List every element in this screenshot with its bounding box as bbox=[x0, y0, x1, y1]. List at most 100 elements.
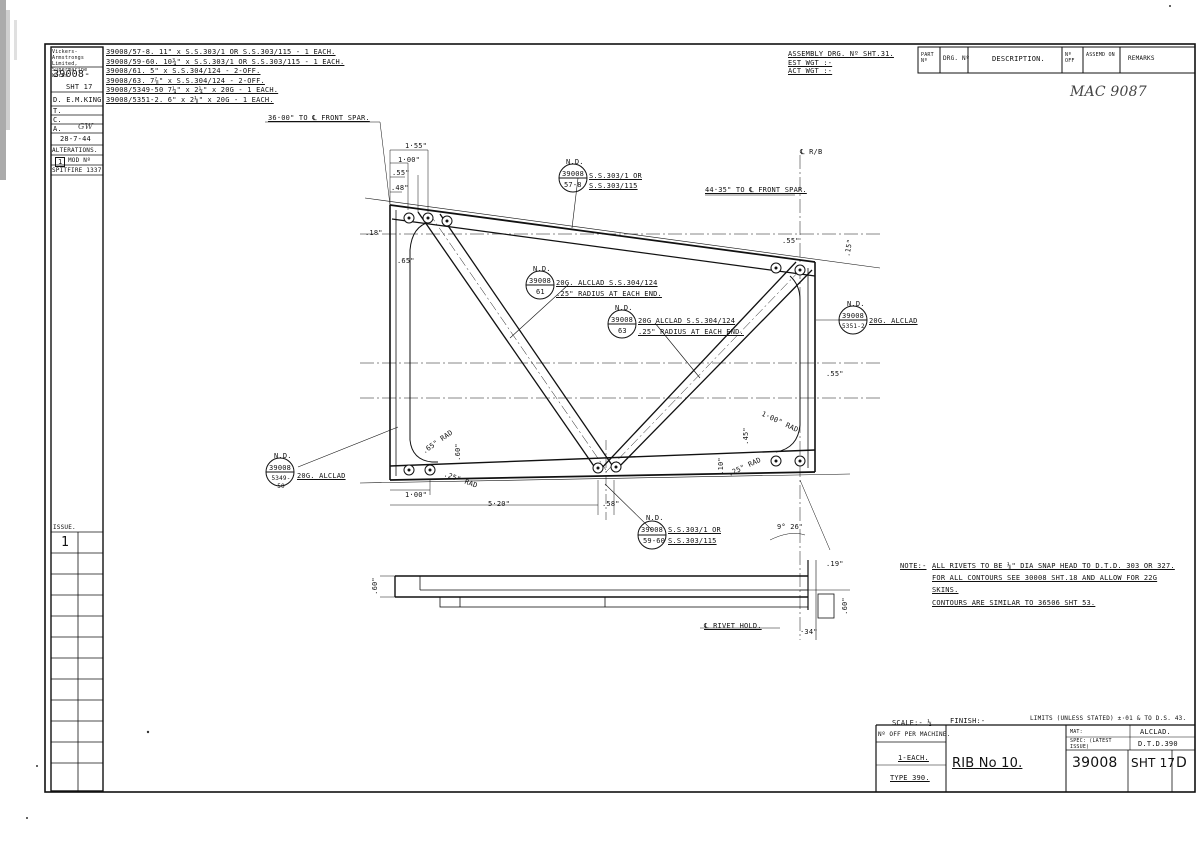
dim-front-spar-44: 44·35" TO ℄ FRONT SPAR. bbox=[705, 186, 807, 194]
callout-spec: 20G ALCLAD S.S.304/124 bbox=[638, 317, 736, 325]
header-part-no: PART Nº bbox=[921, 52, 934, 64]
callout-part-bottom: 59-60 bbox=[643, 537, 666, 545]
callout-balloons bbox=[265, 163, 868, 550]
checker-label: C. bbox=[53, 116, 62, 124]
rib-outline bbox=[265, 121, 881, 640]
dim-60: .60" bbox=[453, 443, 462, 461]
approver-label: A. bbox=[53, 125, 62, 133]
dim-45: .45" bbox=[741, 427, 750, 445]
left-drawing-no: 39008- bbox=[53, 69, 91, 80]
header-assemd-on: ASSEMD ON bbox=[1086, 52, 1115, 58]
approver-signature: GW bbox=[78, 122, 94, 131]
dim-48: .48" bbox=[391, 184, 409, 192]
drawn-by: D. E.M.KING bbox=[53, 96, 102, 104]
header-no-off: Nº OFF bbox=[1065, 52, 1075, 64]
dim-60-section: .60" bbox=[370, 577, 379, 595]
callout-spec-note: .25" RADIUS AT EACH END. bbox=[556, 290, 662, 298]
header-remarks: REMARKS bbox=[1128, 55, 1155, 62]
parts-list-row: 39008/5349-50 7¼" x 2¼" x 20G - 1 EACH. bbox=[106, 86, 279, 94]
qty-value: 1-EACH. bbox=[898, 754, 929, 762]
dim-60-right: .60" bbox=[840, 597, 849, 615]
assembly-drawing-ref: ASSEMBLY DRG. Nº SHT.31. bbox=[788, 50, 894, 58]
callout-spec: 20G. ALCLAD S.S.304/124 bbox=[556, 279, 658, 287]
callout-spec-note: .25" RADIUS AT EACH END. bbox=[638, 328, 744, 336]
note-line-3: SKINS. bbox=[932, 586, 959, 594]
dim-angle: 9° 26' bbox=[777, 523, 804, 531]
mod-cell: 1 bbox=[55, 157, 66, 167]
callout-part-top: 39008 bbox=[529, 277, 552, 285]
callout-nd: N.D. bbox=[847, 300, 865, 308]
dim-1-00-bottom: 1·00" bbox=[405, 491, 428, 499]
dim-5-20: 5·20" bbox=[488, 500, 511, 508]
material-value: ALCLAD. bbox=[1140, 728, 1171, 736]
callout-part-top: 39008 bbox=[842, 312, 865, 320]
rivet-hold-label: ℄ RIVET HOLD. bbox=[704, 622, 762, 630]
revision-letter: D bbox=[1176, 755, 1187, 771]
dim-10: .10" bbox=[716, 457, 725, 475]
note-line-1: ALL RIVETS TO BE ⅛" DIA SNAP HEAD TO D.T… bbox=[932, 562, 1175, 570]
callout-part-top: 39008 bbox=[562, 170, 585, 178]
aircraft-label: SPITFIRE 1337 bbox=[52, 167, 102, 174]
drawing-date: 28-7-44 bbox=[60, 135, 91, 143]
callout-part-bottom: 5349-50 bbox=[271, 475, 291, 490]
dim-1-00-top: 1·00" bbox=[398, 156, 421, 164]
dim-19: .19" bbox=[826, 560, 844, 568]
callout-part-bottom: 61 bbox=[536, 288, 545, 296]
note-line-4: CONTOURS ARE SIMILAR TO 36506 SHT 53. bbox=[932, 599, 1096, 607]
tracer-label: T. bbox=[53, 107, 62, 115]
parts-list-row: 39008/57-8. 11" x S.S.303/1 OR S.S.303/1… bbox=[106, 48, 336, 56]
parts-list-row: 39008/5351-2. 6" x 2⅛" x 20G - 1 EACH. bbox=[106, 95, 274, 104]
left-info-column bbox=[50, 46, 104, 792]
callout-nd: N.D. bbox=[646, 514, 664, 522]
title-block-lines bbox=[875, 724, 1195, 792]
dim-55-right: .55" bbox=[826, 370, 844, 378]
callout-spec: 20G. ALCLAD bbox=[297, 472, 346, 480]
callout-spec: S.S.303/1 OR bbox=[668, 526, 721, 534]
limits-label: LIMITS (UNLESS STATED) ±·01 & TO D.S. 43… bbox=[1030, 715, 1187, 722]
callout-part-bottom: 63 bbox=[618, 327, 627, 335]
drawing-title: RIB No 10. bbox=[952, 756, 1023, 771]
header-drg-no: DRG. Nº bbox=[943, 55, 970, 62]
section-view bbox=[380, 560, 850, 640]
sheet-border bbox=[44, 43, 1196, 793]
callout-nd: N.D. bbox=[615, 304, 633, 312]
dim-55-top: .55" bbox=[392, 169, 410, 177]
header-description: DESCRIPTION. bbox=[992, 55, 1045, 63]
est-weight: EST WGT :- bbox=[788, 59, 833, 67]
callout-part-top: 39008 bbox=[269, 464, 292, 472]
notes-label: NOTE:- bbox=[900, 562, 927, 570]
dim-58: .58" bbox=[602, 500, 620, 508]
callout-spec: 20G. ALCLAD bbox=[869, 317, 918, 325]
parts-list-row: 39008/61. 5" x S.S.304/124 - 2-OFF. bbox=[106, 67, 261, 75]
dim-1-55: 1·55" bbox=[405, 142, 428, 150]
mod-label: MOD Nº bbox=[68, 157, 91, 164]
alterations-label: ALTERATIONS. bbox=[52, 147, 98, 154]
qty-label: Nº OFF PER MACHINE. bbox=[878, 731, 951, 738]
material-label: MAT: bbox=[1070, 729, 1083, 735]
dim-34: ·34" bbox=[800, 628, 818, 636]
callout-spec-alt: S.S.303/115 bbox=[589, 182, 638, 190]
dim-65: .65" bbox=[397, 257, 415, 265]
callout-nd: N.D. bbox=[274, 452, 292, 460]
callout-nd: N.D. bbox=[533, 265, 551, 273]
callout-part-top: 39008 bbox=[641, 526, 664, 534]
note-line-2: FOR ALL CONTOURS SEE 30008 SHT.18 AND AL… bbox=[932, 574, 1158, 582]
callout-spec: S.S.303/1 OR bbox=[589, 172, 642, 180]
callout-spec-alt: S.S.303/115 bbox=[668, 537, 717, 545]
left-sheet: SHT 17 bbox=[66, 83, 93, 91]
title-drawing-no: 39008 bbox=[1072, 755, 1118, 771]
callout-part-top: 39008 bbox=[611, 316, 634, 324]
handwritten-reference: MAC 9087 bbox=[1070, 84, 1147, 100]
callout-nd: N.D. bbox=[566, 158, 584, 166]
dim-front-spar-36: 36·00" TO ℄ FRONT SPAR. bbox=[268, 114, 370, 122]
issue-label: ISSUE. bbox=[53, 524, 76, 531]
title-sheet: SHT 17 bbox=[1131, 756, 1176, 770]
type-label: TYPE 390. bbox=[890, 774, 930, 782]
scale-label: SCALE:- ½ bbox=[892, 719, 932, 727]
dim-55-right-top: .55" bbox=[782, 237, 800, 245]
spec-label: SPEC: (LATEST ISSUE) bbox=[1070, 738, 1112, 750]
company-name: Vickers-Armstrongs Limited, Supermarine … bbox=[52, 49, 88, 79]
parts-list-row: 39008/59-60. 10¾" x S.S.303/1 OR S.S.303… bbox=[106, 57, 345, 66]
dim-18: .18" bbox=[365, 229, 383, 237]
